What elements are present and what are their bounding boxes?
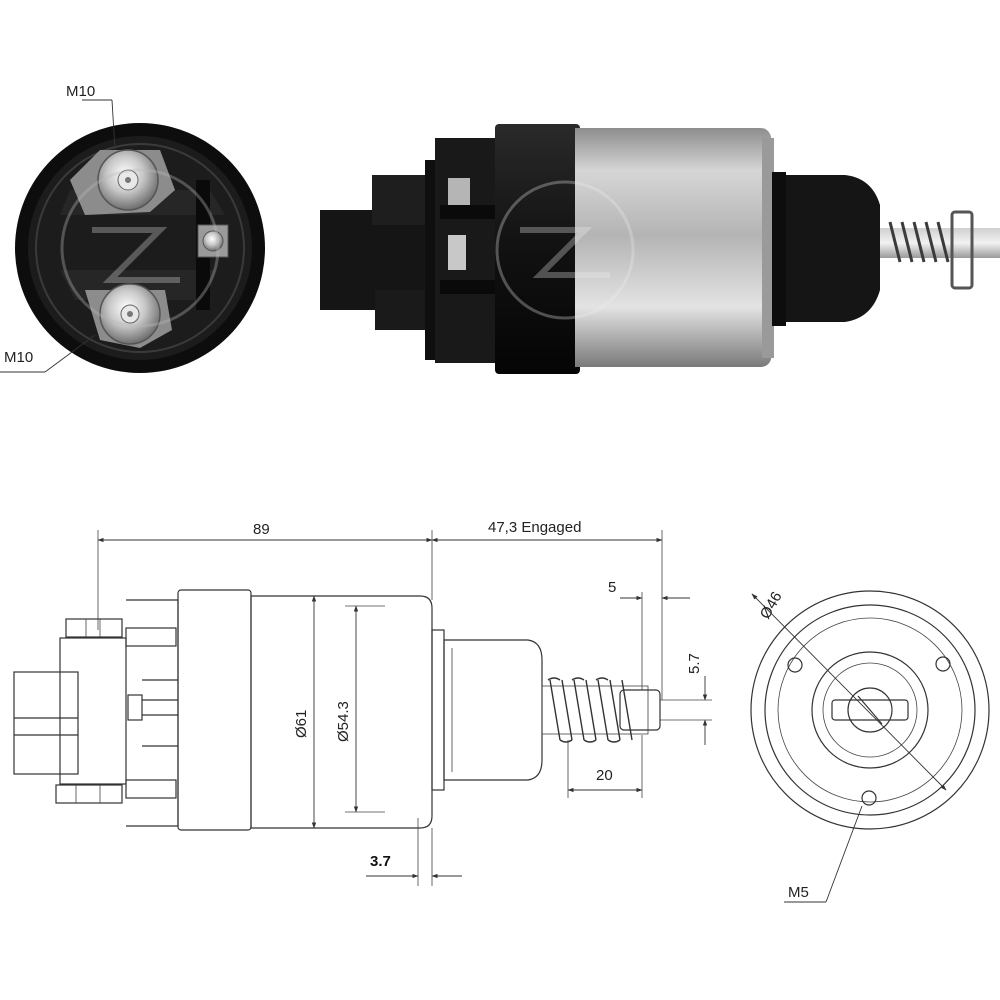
- band-outline: [177, 589, 252, 831]
- dim-plunger-diameter: 5.7: [686, 653, 703, 674]
- dim-body-diameter: Ø61: [293, 710, 310, 738]
- thread-label-bottom: M10: [4, 349, 33, 366]
- terminal-bottom-icon: [85, 283, 172, 348]
- end-view-drawing: Ø46 M5: [750, 589, 990, 903]
- side-view-photo: [320, 124, 1000, 374]
- side-technical-drawing: 89 47,3 Engaged 5 5.7 20 Ø61 Ø54.3 3.7: [13, 519, 712, 886]
- plunger-head: [619, 689, 661, 731]
- dim-spring-length: 20: [596, 767, 613, 784]
- mount-thread-label: M5: [788, 884, 809, 901]
- small-terminal-icon: [197, 224, 229, 258]
- plunger-clip: [950, 210, 974, 290]
- dim-flange-thickness: 3.7: [370, 853, 391, 870]
- mount-hole-bottom-icon: [861, 790, 877, 806]
- rubber-boot: [776, 175, 880, 322]
- dim-overall-length: 89: [253, 521, 270, 538]
- terminal-top-icon: [70, 149, 175, 215]
- dim-plunger-offset: 5: [608, 579, 616, 596]
- dim-engaged-length: 47,3 Engaged: [488, 519, 581, 536]
- mount-hole-right-icon: [935, 656, 951, 672]
- stud-bottom: [55, 784, 123, 804]
- spring-icon: [888, 221, 950, 263]
- dim-bolt-circle: Ø46: [757, 589, 786, 622]
- silver-can: [575, 128, 772, 367]
- end-outer-circle: [750, 590, 990, 830]
- thread-label-top: M10: [66, 83, 95, 100]
- can-outline: [250, 595, 433, 829]
- watermark-logo-icon: [60, 168, 220, 328]
- side-watermark-icon: [495, 180, 635, 320]
- connector-outline: [13, 671, 79, 775]
- black-band: [495, 124, 580, 374]
- front-view-photo: M10 M10: [0, 83, 265, 373]
- boot-outline: [443, 639, 543, 781]
- stud-top: [65, 618, 123, 638]
- drawing-spring-icon: [541, 677, 649, 743]
- dim-can-diameter: Ø54.3: [335, 701, 352, 742]
